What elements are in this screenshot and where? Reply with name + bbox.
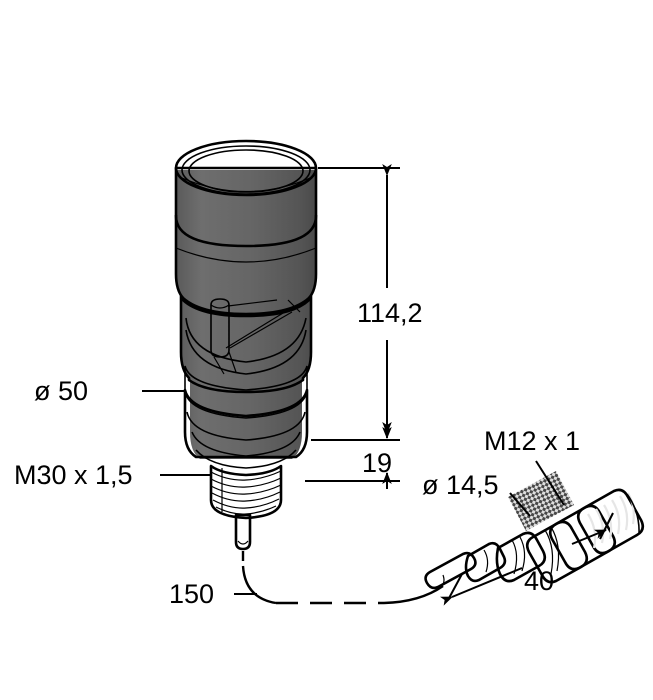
label-thread-length: 19 [362, 448, 392, 478]
dimension-body-diameter: ø 50 [34, 376, 186, 406]
dim-arrow-40-left [440, 567, 523, 606]
recess-curve-upper [185, 317, 307, 363]
relief-ring-2 [511, 539, 518, 575]
thread-line-3 [210, 484, 282, 495]
barrel-ring-1 [544, 529, 554, 575]
thread-body [209, 464, 283, 520]
barrel-seam-1 [175, 247, 317, 263]
label-body-diameter: ø 50 [34, 376, 88, 406]
cap-top-ellipse-mid [181, 145, 311, 195]
cap-cylinder [174, 166, 318, 248]
thread-ridge-6 [627, 492, 635, 525]
clip-anchor-right [287, 299, 301, 313]
dimension-cable-length: 150 [169, 579, 257, 609]
dimension-connector-thread: M12 x 1 [484, 426, 580, 506]
dimension-connector-diameter: ø 14,5 [422, 470, 531, 517]
thread-line-2 [210, 477, 282, 488]
lower-barrel [183, 388, 309, 469]
dimension-mounting-thread: M30 x 1,5 [14, 460, 212, 490]
cable-bend [241, 565, 277, 605]
relief-ring-1 [483, 549, 489, 573]
coupling-thread [576, 488, 645, 555]
window-barrel [179, 294, 313, 394]
cable-tail-end-arc [439, 574, 445, 589]
label-connector-diameter: ø 14,5 [422, 470, 499, 500]
connector-front-edge [626, 493, 640, 535]
thread-line-5 [212, 498, 280, 509]
cable-exit-tip [237, 540, 249, 545]
strain-relief-large [495, 531, 547, 583]
m30-thread [209, 464, 283, 520]
cap-top-ellipse-outer [174, 139, 318, 197]
cable-rise-to-connector [383, 585, 444, 605]
dimension-overall-length: 114,2 [311, 164, 423, 441]
label-mounting-thread: M30 x 1,5 [14, 460, 133, 490]
thread-ridge-4 [611, 499, 621, 535]
label-cable-length: 150 [169, 579, 214, 609]
cap-highlight-arc [181, 177, 311, 193]
cable-exit [234, 513, 252, 551]
indicator-window-section [179, 294, 313, 394]
leader-m12 [535, 460, 565, 506]
clip-arm-diagonal-b [229, 311, 293, 349]
knurled-grip [548, 504, 617, 571]
clip-bracket [210, 298, 230, 358]
clip-arm-diagonal-a [225, 309, 289, 349]
recess-curve-lower [185, 329, 307, 375]
upper-barrel-shape [174, 215, 318, 318]
thread-ridge-3 [603, 504, 613, 540]
strain-relief-small [464, 541, 507, 583]
cable-stub [234, 513, 252, 551]
cable [241, 551, 444, 605]
sensor-body [174, 139, 318, 551]
thread-ridge-2 [595, 508, 605, 544]
label-connector-length: 40 [524, 566, 554, 596]
thread-line-6 [215, 505, 277, 515]
clip-arm-upper [227, 299, 278, 307]
dimension-thread-length: 19 [305, 427, 400, 489]
ext-line-40-left [447, 573, 463, 601]
leader-diameter-145 [509, 492, 531, 517]
top-cap [174, 139, 318, 248]
label-connector-thread: M12 x 1 [484, 426, 580, 456]
label-overall-length: 114,2 [357, 298, 423, 328]
thread-ridge-5 [619, 495, 629, 531]
dimension-connector-length: 40 [440, 512, 614, 606]
clip-foot-b [228, 351, 237, 373]
clip-foot-a [213, 356, 225, 375]
lower-barrel-shape [183, 388, 309, 459]
clip-bracket-top [210, 304, 230, 309]
lower-ring-1 [186, 411, 306, 441]
lower-ring-2 [191, 431, 301, 457]
dim-arrow-40-right [571, 529, 607, 545]
thread-line-1 [210, 470, 282, 481]
upper-barrel [174, 215, 318, 318]
relief-ring-3 [519, 536, 526, 572]
lower-ring-3 [195, 449, 297, 469]
